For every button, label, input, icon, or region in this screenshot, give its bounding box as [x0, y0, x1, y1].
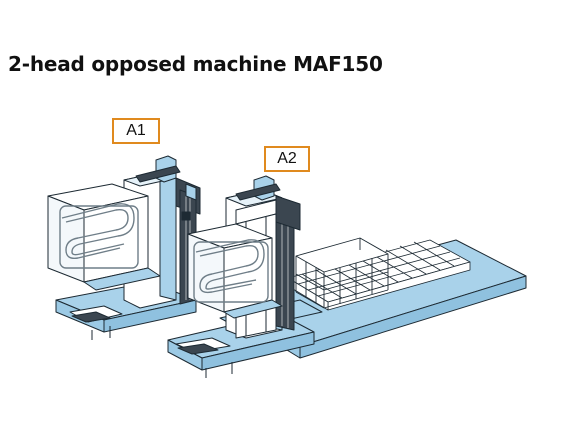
callout-a2: A2 — [264, 146, 310, 172]
a2-coil — [193, 239, 269, 303]
a1-head-panel — [47, 183, 161, 291]
a1-coil — [59, 203, 139, 269]
a1-legs — [91, 326, 111, 340]
a2-legs — [205, 362, 233, 378]
callout-a1: A1 — [112, 118, 160, 144]
workpiece-frame — [295, 237, 389, 309]
pallet-grid — [287, 239, 471, 311]
page-title: 2-head opposed machine MAF150 — [8, 52, 383, 76]
